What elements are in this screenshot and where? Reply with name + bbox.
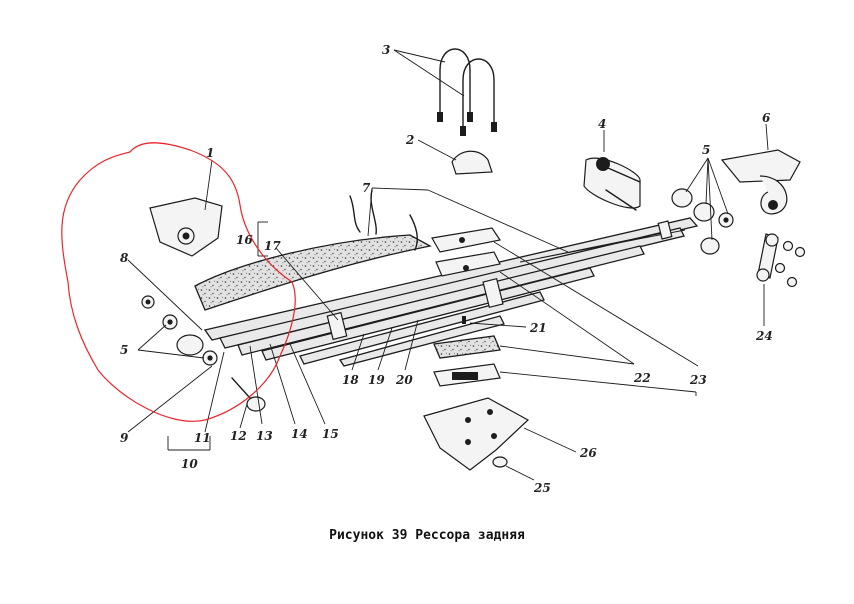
callout-1: 1: [206, 146, 214, 160]
callout-17: 17: [264, 239, 281, 253]
callout-15: 15: [322, 427, 339, 441]
callout-19: 19: [368, 373, 385, 387]
callout-6: 6: [762, 111, 771, 125]
callout-25: 25: [533, 481, 551, 495]
figure-caption: Рисунок 39 Рессора задняя: [329, 528, 525, 543]
callout-9: 9: [120, 431, 129, 445]
callout-13: 13: [256, 429, 273, 443]
callout-4: 4: [598, 117, 606, 131]
callout-23: 23: [689, 373, 707, 387]
leaf-spring-pack: [203, 217, 699, 367]
callout-11: 11: [194, 431, 211, 445]
callout-12: 12: [230, 429, 247, 443]
callout-8: 8: [120, 251, 129, 265]
callout-5-right: 5: [702, 143, 710, 157]
callout-14: 14: [291, 427, 308, 441]
callout-10: 10: [181, 457, 198, 471]
leader-lines: [127, 49, 769, 481]
callout-20: 20: [395, 373, 413, 387]
callout-24: 24: [755, 329, 773, 343]
callout-22: 22: [633, 371, 651, 385]
center-bolt: [462, 316, 466, 324]
base-plate: [423, 397, 530, 471]
rear-link: [756, 233, 806, 288]
callout-2: 2: [405, 133, 414, 147]
u-bolts: [437, 48, 497, 136]
callout-5-left: 5: [120, 343, 128, 357]
callout-26: 26: [579, 446, 597, 460]
rubber-pad: [194, 234, 432, 311]
shackle-assembly: [583, 157, 641, 211]
callout-7: 7: [362, 181, 371, 195]
red-annotation-outline: [61, 142, 296, 422]
callout-18: 18: [342, 373, 359, 387]
front-bracket: [149, 197, 223, 257]
rear-bracket: [720, 149, 801, 215]
callout-16: 16: [236, 233, 253, 247]
callout-3: 3: [382, 43, 390, 57]
spacer-pads: [431, 227, 501, 387]
spring-clamps: [326, 220, 673, 341]
right-bushings: [671, 188, 734, 255]
callout-labels: 1 2 3 4 5 5 6 7 8 9 10 11 12 13 14 15 16…: [120, 43, 773, 495]
left-bushings: [141, 295, 218, 366]
center-plate: [451, 150, 493, 175]
callout-21: 21: [529, 321, 547, 335]
